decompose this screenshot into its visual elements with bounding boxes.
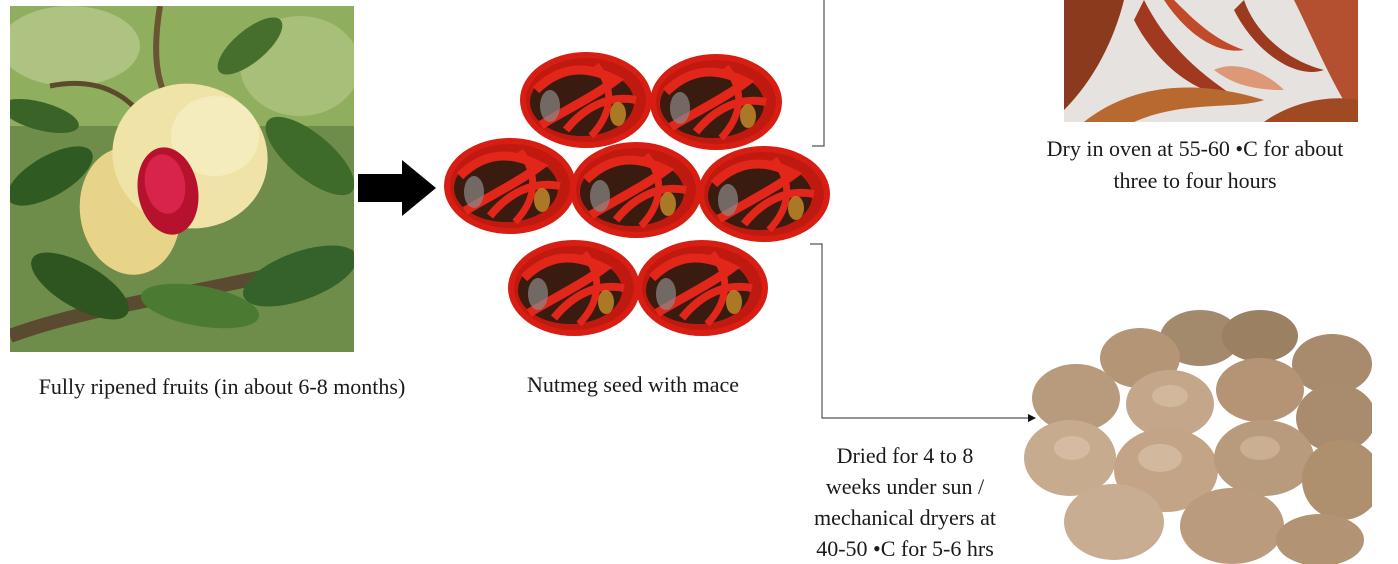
sun-drying-caption-line3: mechanical dryers at xyxy=(780,502,1030,533)
dried-mace-photo xyxy=(1064,0,1358,122)
seed-with-mace-caption: Nutmeg seed with mace xyxy=(488,369,778,400)
dried-nutmeg-photo xyxy=(1020,308,1372,564)
connector-lines xyxy=(800,0,1040,430)
ripe-fruit-photo xyxy=(10,6,354,352)
sun-drying-caption-line1: Dried for 4 to 8 xyxy=(780,440,1030,471)
arrow-right-icon xyxy=(358,160,438,216)
sun-drying-caption-line2: weeks under sun / xyxy=(780,471,1030,502)
sun-drying-caption-line4: 40-50 •C for 5-6 hrs xyxy=(780,533,1030,564)
nutmeg-pile xyxy=(1024,310,1372,564)
seed-group xyxy=(444,52,830,336)
ripe-fruit-caption: Fully ripened fruits (in about 6-8 month… xyxy=(6,371,438,402)
oven-drying-caption-line2: three to four hours xyxy=(1010,165,1380,196)
oven-drying-caption-line1: Dry in oven at 55-60 •C for about xyxy=(1010,133,1380,164)
seed-with-mace-illustration xyxy=(438,44,832,344)
